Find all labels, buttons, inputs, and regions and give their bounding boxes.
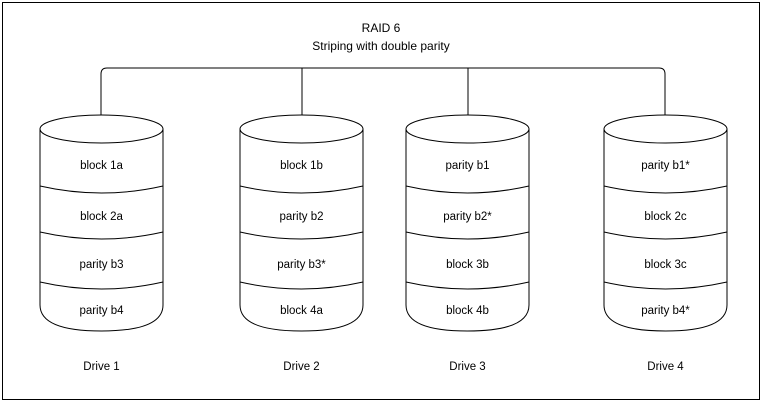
drive-4-cell-2: block 2c	[644, 211, 686, 223]
drive-2-divider-3	[239, 281, 364, 290]
drive-2-divider-2	[239, 231, 364, 240]
drive-3-divider-3	[405, 281, 530, 290]
drive-3[interactable]: parity b1 parity b2* block 3b block 4b D…	[405, 114, 530, 373]
drive-4-cell-4: parity b4*	[641, 305, 690, 317]
drive-2-cell-2: parity b2	[279, 211, 323, 223]
drive-3-label: Drive 3	[449, 361, 485, 373]
drive-4-label: Drive 4	[647, 361, 684, 373]
drive-3-cell-4: block 4b	[446, 305, 489, 317]
drive-3-cell-1: parity b1	[445, 160, 489, 172]
drive-4[interactable]: parity b1* block 2c block 3c parity b4* …	[603, 114, 728, 373]
drive-3-divider-2	[405, 231, 530, 240]
drive-1-cell-3: parity b3	[79, 259, 123, 271]
drive-4-divider-3	[603, 281, 728, 290]
drive-2-label: Drive 2	[283, 361, 319, 373]
drive-1-cell-2: block 2a	[80, 211, 123, 223]
drive-1-divider-1	[39, 185, 164, 194]
drive-2-top-ellipse	[239, 114, 364, 144]
drive-3-top-ellipse	[405, 114, 530, 144]
drive-1-divider-2	[39, 231, 164, 240]
drive-1[interactable]: block 1a block 2a parity b3 parity b4 Dr…	[39, 114, 164, 373]
drive-1-label: Drive 1	[83, 361, 119, 373]
drive-1-cell-4: parity b4	[79, 305, 124, 317]
drive-2-cell-3: parity b3*	[277, 259, 326, 271]
drive-1-cell-1: block 1a	[80, 160, 123, 172]
drive-2[interactable]: block 1b parity b2 parity b3* block 4a D…	[239, 114, 364, 373]
drive-4-cell-1: parity b1*	[641, 160, 690, 172]
drive-4-divider-2	[603, 231, 728, 240]
drive-2-cell-4: block 4a	[280, 305, 323, 317]
drive-4-body	[603, 129, 728, 332]
drive-4-divider-1	[603, 185, 728, 194]
drive-3-cell-3: block 3b	[446, 259, 489, 271]
drive-3-divider-1	[405, 185, 530, 194]
drive-3-cell-2: parity b2*	[443, 211, 492, 223]
drive-1-divider-3	[39, 281, 164, 290]
drive-1-top-ellipse	[39, 114, 164, 144]
diagram-title-line2: Striping with double parity	[312, 39, 449, 53]
diagram-title-line1: RAID 6	[362, 21, 401, 35]
drive-4-cell-3: block 3c	[644, 259, 686, 271]
drive-4-top-ellipse	[603, 114, 728, 144]
drive-3-body	[405, 129, 530, 332]
drive-2-cell-1: block 1b	[280, 160, 323, 172]
drive-2-body	[239, 129, 364, 332]
drive-2-divider-1	[239, 185, 364, 194]
bus-main-line	[100, 67, 666, 129]
drive-1-body	[39, 129, 164, 332]
